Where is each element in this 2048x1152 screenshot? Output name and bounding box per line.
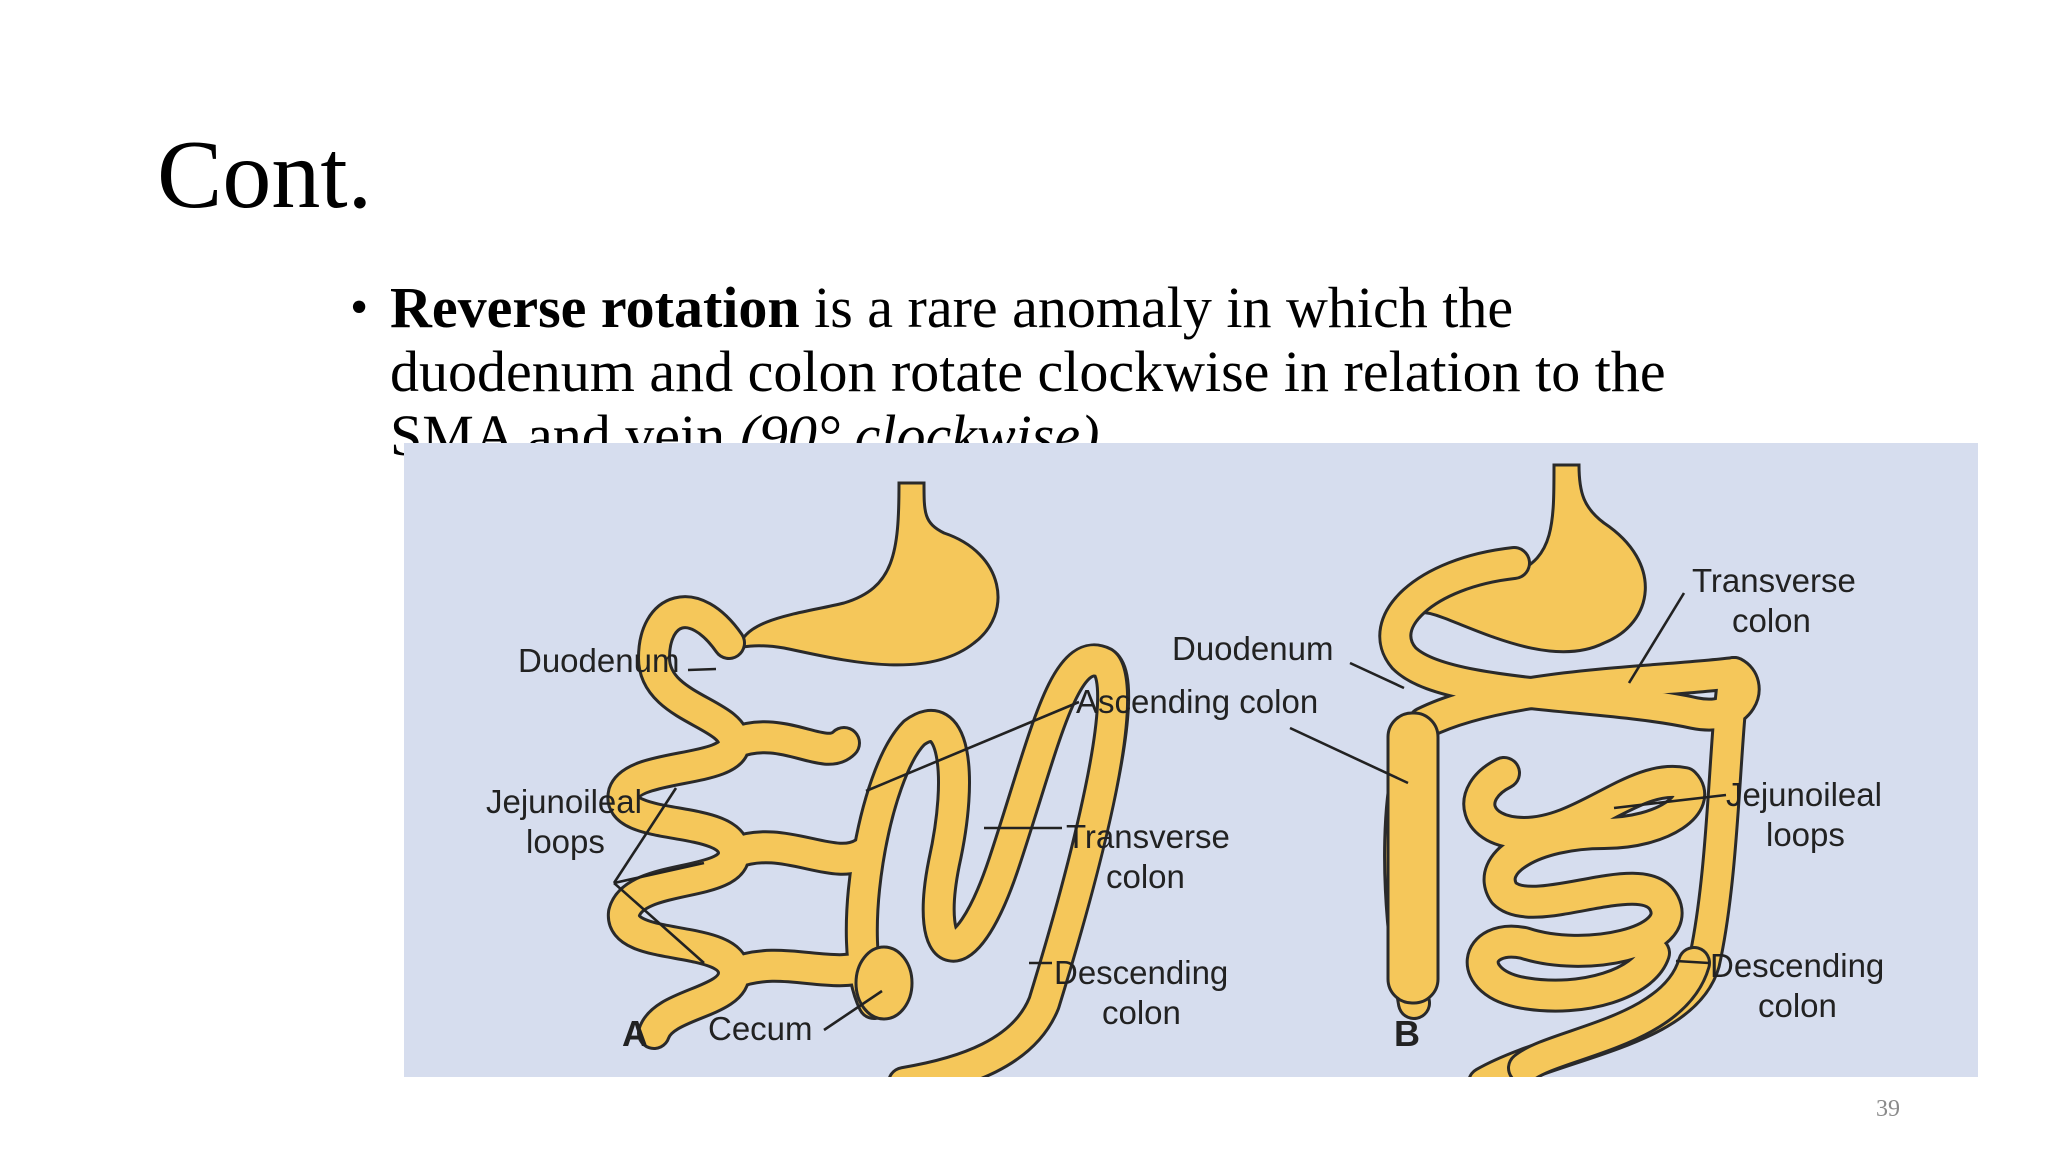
label-a-jejunoileal-2: loops — [526, 823, 605, 860]
label-a-transverse-1: Transverse — [1066, 818, 1230, 855]
panel-a-illustration: Duodenum Jejunoileal loops Cecum Ascendi… — [486, 481, 1318, 1077]
label-a-jejunoileal-1: Jejunoileal — [486, 783, 642, 820]
label-b-jejunoileal-1: Jejunoileal — [1726, 776, 1882, 813]
label-b-duodenum: Duodenum — [1172, 630, 1333, 667]
panel-a-stomach — [737, 481, 1000, 667]
slide-title: Cont. — [157, 121, 373, 229]
bullet-body: is a rare anomaly in which the duodenum … — [390, 275, 1666, 468]
bullet-point: • Reverse rotation is a rare anomaly in … — [350, 276, 1750, 468]
label-b-jejunoileal-2: loops — [1766, 816, 1845, 853]
label-a-descending-2: colon — [1102, 994, 1181, 1031]
label-a-cecum: Cecum — [708, 1010, 813, 1047]
label-a-duodenum: Duodenum — [518, 642, 679, 679]
label-b-descending-1: Descending — [1710, 947, 1884, 984]
label-a-descending-1: Descending — [1054, 954, 1228, 991]
panel-b-illustration: Duodenum Transverse colon Jejunoileal lo… — [1172, 463, 1884, 1077]
bullet-marker: • — [350, 279, 369, 336]
label-b-descending-2: colon — [1758, 987, 1837, 1024]
label-b-transverse-2: colon — [1732, 602, 1811, 639]
rotation-diagram: Duodenum Jejunoileal loops Cecum Ascendi… — [486, 463, 1884, 1077]
panel-letter-a: A — [622, 1013, 648, 1054]
bullet-text: Reverse rotation is a rare anomaly in wh… — [390, 276, 1750, 468]
panel-a-leaders — [612, 667, 1080, 1032]
panel-b-leaders — [1289, 592, 1727, 965]
label-b-transverse-1: Transverse — [1692, 562, 1856, 599]
label-a-ascending-colon: Ascending colon — [1076, 683, 1318, 720]
label-a-transverse-2: colon — [1106, 858, 1185, 895]
panel-letter-b: B — [1394, 1013, 1420, 1054]
page-number: 39 — [1876, 1096, 1900, 1122]
rotation-figure: Duodenum Jejunoileal loops Cecum Ascendi… — [404, 443, 1978, 1077]
panel-a-cecum — [854, 945, 914, 1021]
bullet-bold-term: Reverse rotation — [390, 275, 800, 340]
panel-b-ascending-colon — [1386, 711, 1440, 1005]
